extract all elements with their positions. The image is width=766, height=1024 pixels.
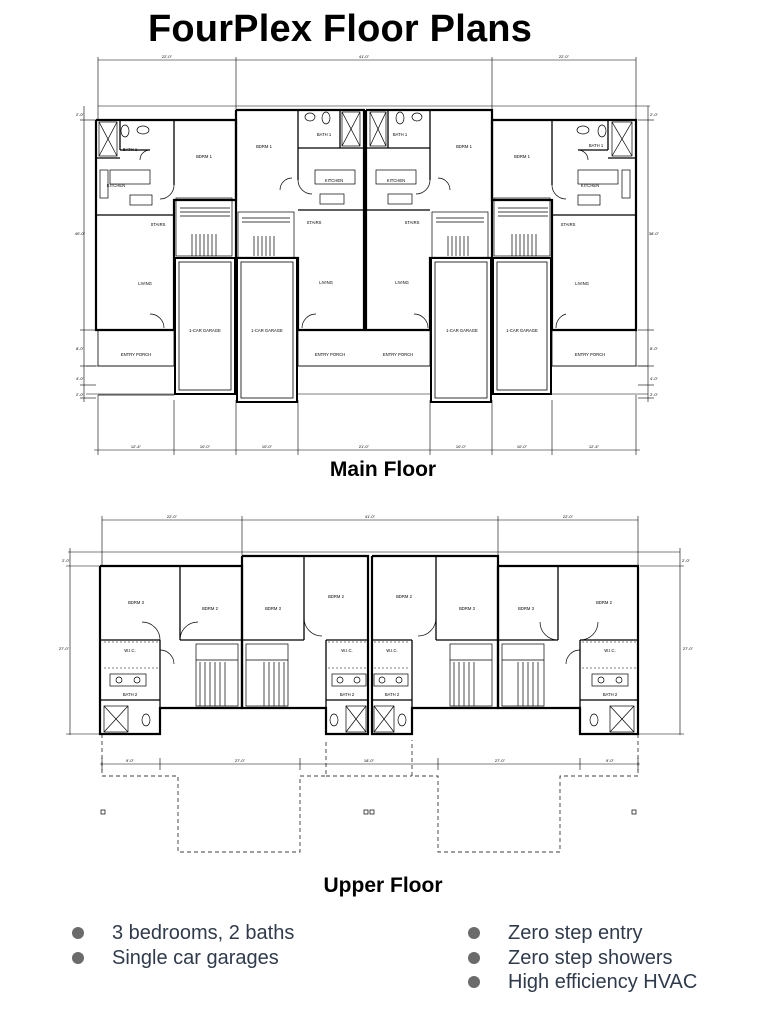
dim-top: 22'-0" — [167, 514, 178, 519]
room-label-kitchen: KITCHEN — [325, 178, 343, 183]
dim-bottom: 12'-4" — [131, 444, 142, 449]
dim-top: 22'-0" — [563, 514, 574, 519]
dim-bottom: 10'-0" — [517, 444, 528, 449]
room-label-stairs: STAIRS — [405, 220, 420, 225]
dim-right: 38'-0" — [649, 231, 660, 236]
bullet-icon — [468, 976, 480, 988]
page-title: FourPlex Floor Plans — [147, 8, 533, 50]
dim-left: 4'-0" — [76, 376, 85, 381]
room-label-kitchen: KITCHEN — [387, 178, 405, 183]
room-label-wic: W.I.C. — [604, 648, 615, 653]
room-label-bdrm: BDRM 2 — [202, 606, 218, 611]
dim-bottom: 10'-0" — [200, 444, 211, 449]
bullet-icon — [468, 951, 480, 964]
room-label-bdrm: BDRM 3 — [128, 600, 144, 605]
feature-text: Zero step entry — [508, 922, 643, 944]
room-label-living: LIVING — [319, 280, 333, 285]
dim-left: 2'-0" — [62, 558, 71, 563]
room-label-wic: W.I.C. — [341, 648, 352, 653]
room-label-garage: 1-CAR GARAGE — [251, 328, 283, 333]
dim-top: 22'-0" — [559, 54, 570, 59]
room-label-bdrm: BDRM 2 — [596, 600, 612, 605]
dim-left: 27'-0" — [59, 646, 70, 651]
main-floor-label: Main Floor — [329, 458, 437, 481]
room-label-stairs: STAIRS — [561, 222, 576, 227]
room-label-bdrm: BDRM 2 — [328, 594, 344, 599]
dim-right: 2'-0" — [650, 392, 659, 397]
room-label-bath: BATH 2 — [385, 692, 400, 697]
room-label-living: LIVING — [138, 281, 152, 286]
room-label-bath: BATH 1 — [393, 132, 408, 137]
room-label-porch: ENTRY PORCH — [383, 352, 413, 357]
upper-floor-label: Upper Floor — [323, 874, 443, 897]
dim-bottom: 21'-0" — [359, 444, 370, 449]
main-floor-plan: BATH 1 BDRM 1 KITCHEN STAIRS LIVING 1-CA… — [75, 54, 660, 455]
room-label-garage: 1-CAR GARAGE — [189, 328, 221, 333]
room-label-wic: W.I.C. — [386, 648, 397, 653]
dim-bottom: 10'-0" — [262, 444, 273, 449]
dim-top: 41'-0" — [365, 514, 376, 519]
room-label-bath: BATH 1 — [589, 143, 604, 148]
room-label-bath: BATH 2 — [340, 692, 355, 697]
dim-top: 22'-0" — [162, 54, 173, 59]
feature-text: 3 bedrooms, 2 baths — [112, 922, 295, 944]
dim-right: 2'-0" — [650, 112, 659, 117]
room-label-kitchen: KITCHEN — [581, 183, 599, 188]
dim-bottom: 10'-0" — [456, 444, 467, 449]
room-label-porch: ENTRY PORCH — [315, 352, 345, 357]
bullet-icon — [72, 951, 84, 964]
room-label-bdrm: BDRM 2 — [396, 594, 412, 599]
feature-text: High efficiency HVAC — [508, 971, 698, 993]
dim-bottom: 18'-0" — [364, 758, 375, 763]
dim-bottom: 27'-0" — [495, 758, 506, 763]
room-label-bdrm: BDRM 1 — [456, 144, 472, 149]
feature-list: 3 bedrooms, 2 baths Single car garages Z… — [0, 922, 766, 1024]
room-label-bath: BATH 1 — [123, 147, 138, 152]
room-label-kitchen: KITCHEN — [107, 183, 125, 188]
bullet-icon — [468, 927, 480, 939]
dim-right: 2'-0" — [682, 558, 691, 563]
dim-bottom: 9'-0" — [606, 758, 615, 763]
room-label-bdrm: BDRM 1 — [196, 154, 212, 159]
feature-text: Zero step showers — [508, 946, 673, 969]
room-label-wic: W.I.C. — [124, 648, 135, 653]
dim-right: 27'-0" — [683, 646, 694, 651]
room-label-bdrm: BDRM 1 — [514, 154, 530, 159]
dim-bottom: 12'-4" — [589, 444, 600, 449]
upper-floor-plan: BDRM 3 BDRM 2 W.I.C. BATH 2 BDRM 3 BDRM … — [59, 514, 694, 853]
dim-right: 4'-0" — [650, 376, 659, 381]
dim-left: 8'-0" — [76, 346, 85, 351]
feature-text: Single car garages — [112, 946, 279, 969]
room-label-bdrm: BDRM 3 — [518, 606, 534, 611]
dim-right: 8'-0" — [650, 346, 659, 351]
room-label-living: LIVING — [395, 280, 409, 285]
dim-left: 2'-0" — [76, 112, 85, 117]
dim-top: 41'-0" — [359, 54, 370, 59]
room-label-bath: BATH 2 — [123, 692, 138, 697]
room-label-bdrm: BDRM 1 — [256, 144, 272, 149]
room-label-garage: 1-CAR GARAGE — [446, 328, 478, 333]
room-label-living: LIVING — [575, 281, 589, 286]
room-label-stairs: STAIRS — [307, 220, 322, 225]
room-label-porch: ENTRY PORCH — [121, 352, 151, 357]
room-label-bath: BATH 1 — [317, 132, 332, 137]
room-label-bath: BATH 2 — [603, 692, 618, 697]
dim-bottom: 9'-0" — [126, 758, 135, 763]
dim-bottom: 27'-0" — [235, 758, 246, 763]
room-label-porch: ENTRY PORCH — [575, 352, 605, 357]
dim-left: 2'-0" — [76, 392, 85, 397]
dim-left: 40'-0" — [75, 231, 86, 236]
bullet-icon — [72, 927, 84, 939]
room-label-bdrm: BDRM 3 — [265, 606, 281, 611]
room-label-bdrm: BDRM 3 — [459, 606, 475, 611]
room-label-stairs: STAIRS — [151, 222, 166, 227]
room-label-garage: 1-CAR GARAGE — [506, 328, 538, 333]
